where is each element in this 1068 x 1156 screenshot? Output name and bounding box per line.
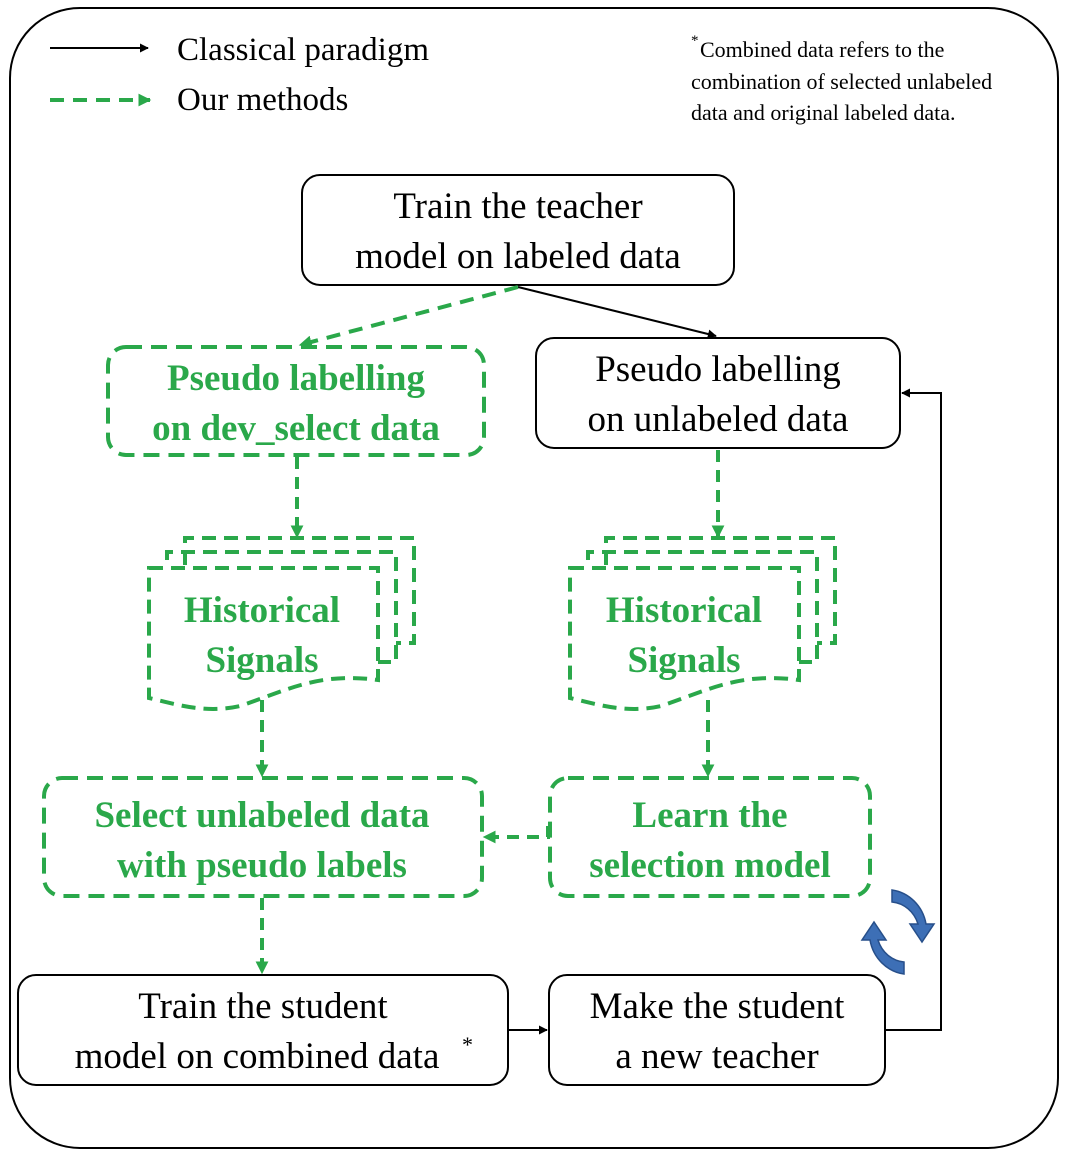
node-pseudo-dev-select-line1: Pseudo labelling [167, 358, 426, 399]
node-train-student-line1: Train the student [138, 986, 388, 1027]
node-train-teacher-line2: model on labeled data [355, 236, 681, 277]
node-pseudo-unlabeled: Pseudo labelling on unlabeled data [535, 337, 901, 449]
node-historical-signals-left-line1: Historical [184, 590, 340, 631]
edge-teacher-to-pseudo-dev [298, 285, 519, 349]
footnote-marker: * [691, 33, 699, 49]
node-historical-signals-left: Historical Signals [147, 536, 416, 711]
node-learn-selection-model-line2: selection model [589, 845, 830, 886]
edge-teacher-to-pseudo-unlabeled [517, 286, 717, 339]
legend-classical-label: Classical paradigm [177, 32, 429, 68]
footnote: * Combined data refers to the combinatio… [691, 33, 992, 125]
footnote-line-3: data and original labeled data. [691, 100, 956, 125]
node-new-teacher: Make the student a new teacher [548, 974, 886, 1086]
node-new-teacher-line2: a new teacher [615, 1036, 818, 1077]
node-pseudo-dev-select: Pseudo labelling on dev_select data [106, 345, 486, 457]
edge-loop-back-to-pseudo-labelling [886, 388, 942, 1031]
node-historical-signals-right: Historical Signals [568, 536, 837, 711]
footnote-line-1: Combined data refers to the [700, 37, 944, 62]
refresh-cycle-icon [860, 889, 936, 975]
node-historical-signals-right-line2: Signals [627, 640, 740, 681]
node-train-teacher-line1: Train the teacher [393, 186, 642, 227]
node-select-unlabeled-line1: Select unlabeled data [94, 795, 429, 836]
outer-frame [9, 7, 1059, 1149]
node-pseudo-dev-select-line2: on dev_select data [152, 408, 440, 449]
edge-learn-to-select [482, 826, 550, 844]
node-pseudo-unlabeled-line1: Pseudo labelling [595, 349, 841, 390]
node-train-student: Train the student model on combined data… [17, 974, 509, 1086]
node-pseudo-unlabeled-line2: on unlabeled data [588, 399, 849, 440]
legend: Classical paradigm Our methods [50, 32, 429, 118]
node-historical-signals-left-line2: Signals [205, 640, 318, 681]
node-train-student-line2: model on combined data [75, 1036, 440, 1077]
node-train-student-marker: * [462, 1032, 473, 1057]
node-new-teacher-line1: Make the student [590, 986, 846, 1027]
footnote-line-2: combination of selected unlabeled [691, 69, 992, 94]
node-learn-selection-model-line1: Learn the [632, 795, 787, 836]
node-select-unlabeled: Select unlabeled data with pseudo labels [42, 776, 484, 898]
node-train-teacher: Train the teacher model on labeled data [301, 174, 735, 286]
node-learn-selection-model: Learn the selection model [548, 776, 872, 898]
node-select-unlabeled-line2: with pseudo labels [117, 845, 407, 886]
legend-ours-label: Our methods [177, 82, 348, 118]
node-historical-signals-right-line1: Historical [606, 590, 762, 631]
